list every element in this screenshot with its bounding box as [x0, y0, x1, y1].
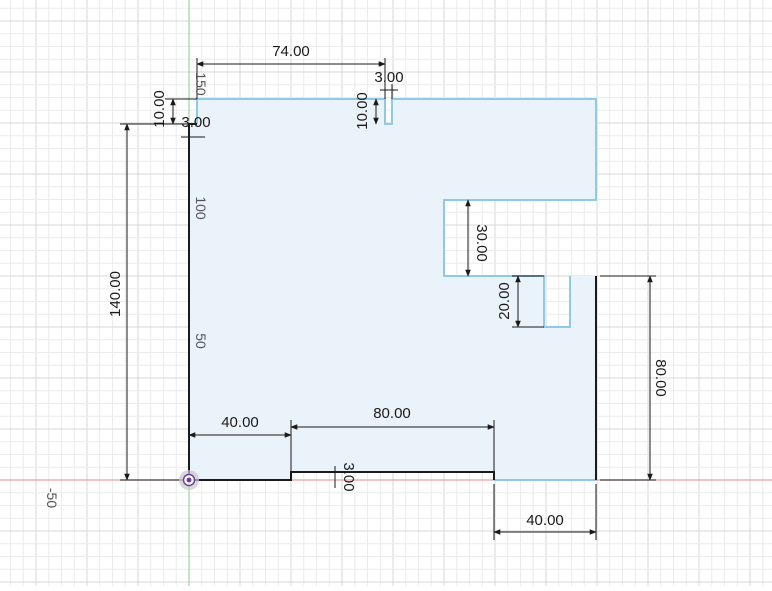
dim-bottom-step-label[interactable]: 3.00 — [340, 462, 357, 491]
dim-slot-width-label[interactable]: 3.00 — [374, 69, 403, 86]
y-tick-100: 100 — [193, 196, 209, 220]
dim-40-left-label[interactable]: 40.00 — [221, 414, 259, 431]
dim-40-right-label[interactable]: 40.00 — [526, 512, 564, 529]
dim-80-right-label[interactable]: 80.00 — [652, 359, 669, 397]
dim-80-middle-label[interactable]: 80.00 — [373, 405, 411, 422]
x-tick-minus-50: -50 — [44, 488, 60, 508]
y-tick-150: 150 — [193, 72, 209, 96]
selected-sketch-edges[interactable] — [196, 98, 597, 481]
dim-74-label[interactable]: 74.00 — [272, 43, 310, 60]
top-edge[interactable] — [196, 98, 597, 328]
dim-30-label[interactable]: 30.00 — [473, 224, 490, 262]
dim-left-step-height-label[interactable]: 10.00 — [151, 90, 168, 128]
dim-left-step-width-label[interactable]: 3.00 — [181, 114, 210, 131]
dim-slot-depth-label[interactable]: 10.00 — [354, 92, 371, 130]
dim-140-label[interactable]: 140.00 — [107, 271, 124, 317]
dimension-labels[interactable]: 74.00 3.00 10.00 10.00 3.00 140.00 30.00… — [107, 43, 669, 529]
axis-tick-labels: 150 100 50 -50 — [44, 72, 209, 508]
y-tick-50: 50 — [193, 333, 209, 349]
origin-point-icon[interactable] — [179, 470, 199, 490]
dim-20-label[interactable]: 20.00 — [496, 282, 513, 320]
dimension-annotations[interactable] — [120, 58, 656, 540]
sketch-profile-region[interactable] — [189, 99, 596, 480]
